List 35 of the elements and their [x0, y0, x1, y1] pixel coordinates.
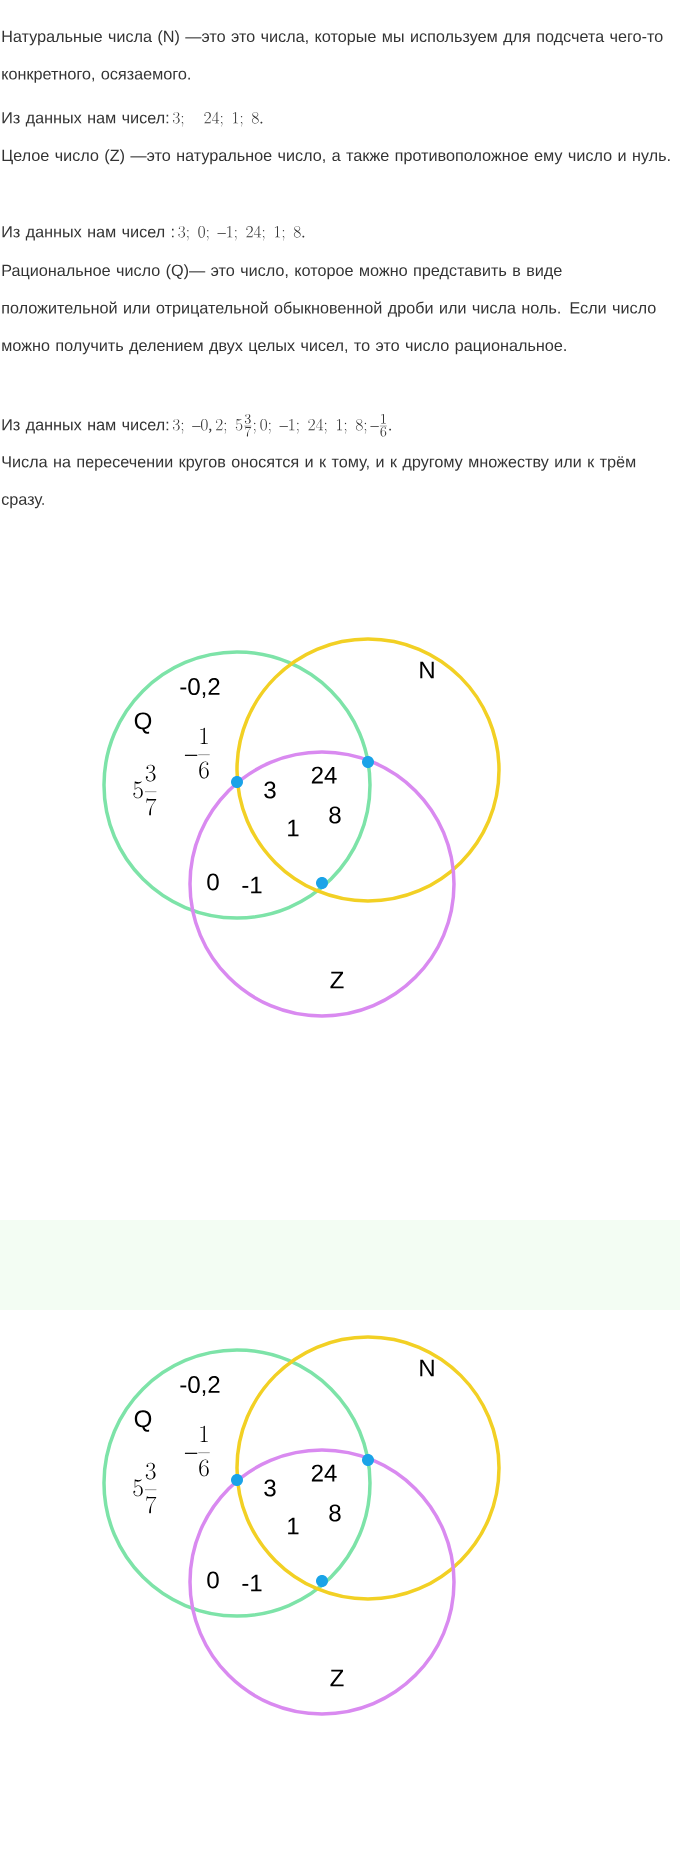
number-label: $-\frac{1}{6}$	[184, 1425, 210, 1477]
number-label: -0,2	[180, 678, 220, 698]
number-label: 24	[311, 1464, 337, 1482]
number-label: 3	[264, 1479, 276, 1497]
paragraph: Натуральные числа (N) —это это числа, которые мы используем для подсчета чего-то конкретного, осязаемого.	[2, 30, 663, 83]
set-letter: Q	[134, 1410, 152, 1432]
paragraph: Числа на пересечении кругов оносятся и к тому, и к другому множеству или к трём сразу.	[1, 456, 636, 509]
venn-circle	[102, 1348, 372, 1618]
paragraph: Рациональное число (Q)— это число, которое можно представить в виде положительной или отрицательной обыкновенной дроби или числа ноль. Если число можно получить делением двух целых чисел, то это число рациональное.	[2, 264, 656, 355]
number-label: 0	[207, 1571, 219, 1589]
number-label: $-\frac{1}{6}$	[184, 727, 210, 779]
paragraph: Из данных нам чисел: $3;\; -0,2;\; 5\frac{3}{7};0;\; -1;\; 24;\; 1;\; 8;-\frac{1}{6}.$	[2, 413, 392, 437]
number-label: $5\frac{3}{7}$	[133, 1462, 157, 1514]
number-label: 8	[329, 1504, 341, 1522]
paragraph: Из данных нам чисел : $3;\; 0;\; -1;\; 24;\; 1;\; 8.$	[2, 225, 305, 241]
paragraph: Из данных нам чисел: $3;\quad 24;\; 1;\; 8.$	[2, 111, 263, 127]
paragraph: Целое число (Z) —это натуральное число, а также противоположное ему число и нуль.	[2, 149, 670, 165]
set-letter: N	[420, 661, 434, 679]
number-label: 1	[288, 1517, 299, 1535]
number-label: 0	[207, 873, 219, 891]
number-label: 24	[311, 766, 337, 784]
venn-circle	[102, 650, 372, 920]
venn-circle	[235, 1335, 501, 1601]
number-label: -0,2	[180, 1376, 220, 1396]
set-letter: Z	[330, 971, 344, 989]
set-letter: Z	[330, 1669, 344, 1687]
venn-circle	[235, 637, 501, 903]
number-label: -1	[242, 1574, 262, 1592]
number-label: 3	[264, 781, 276, 799]
number-label: 1	[288, 819, 299, 837]
number-label: 8	[329, 806, 341, 824]
set-letter: Q	[134, 712, 152, 734]
set-letter: N	[420, 1359, 434, 1377]
number-label: -1	[242, 876, 262, 894]
number-label: $5\frac{3}{7}$	[133, 764, 157, 816]
